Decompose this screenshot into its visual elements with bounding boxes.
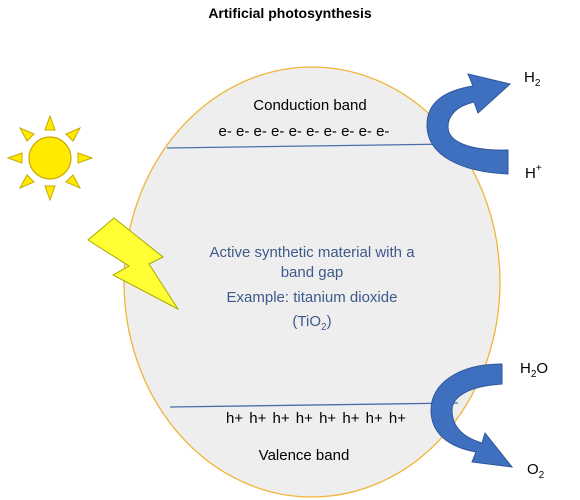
electrons-row: e- e- e- e- e- e- e- e- e- e- (219, 123, 390, 140)
valence-band-line (169, 402, 459, 408)
label-o2-product: O2 (527, 461, 545, 481)
label-h-plus: H+ (525, 163, 542, 182)
lightning-bolt-icon (87, 217, 180, 311)
sun-icon (6, 114, 94, 202)
conduction-band-line (166, 143, 453, 149)
material-formula: (TiO2) (292, 313, 331, 333)
holes-row: h+ h+ h+ h+ h+ h+ h+ h+ (226, 410, 406, 427)
material-line-3: Example: titanium dioxide (227, 289, 398, 306)
valence-band-label: Valence band (259, 447, 350, 464)
diagram-title: Artificial photosynthesis (208, 5, 372, 21)
semiconductor-particle (123, 66, 501, 498)
oxidation-arrow-icon (430, 363, 514, 468)
reduction-arrow-icon (426, 73, 512, 175)
material-line-2: band gap (281, 264, 344, 281)
label-h2-product: H2 (524, 69, 541, 89)
conduction-band-label: Conduction band (253, 97, 366, 114)
material-line-1: Active synthetic material with a (209, 244, 415, 261)
label-h2o: H2O (520, 360, 548, 380)
